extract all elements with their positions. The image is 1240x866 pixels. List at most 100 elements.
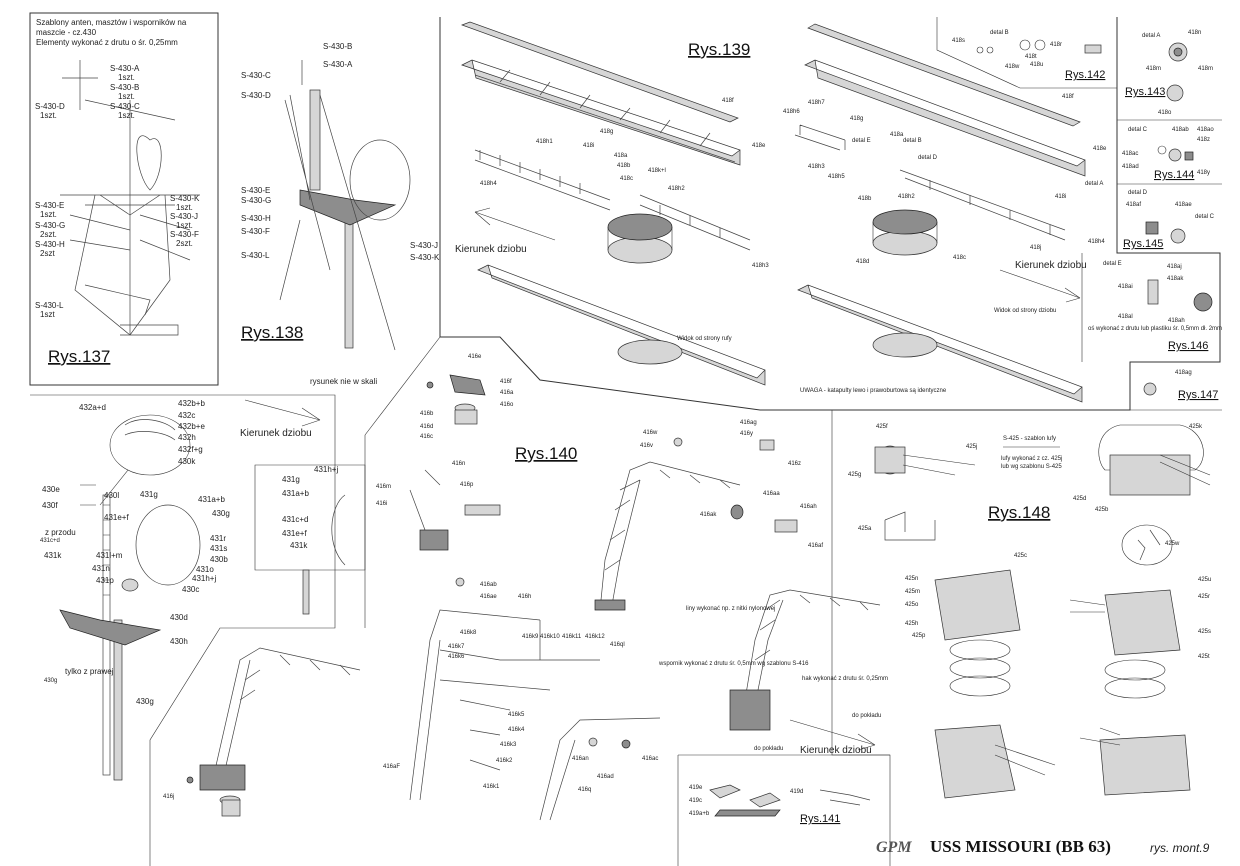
rys138-label: S-430-H — [241, 214, 271, 223]
rys139b-group: 418f 418h7 418g 418h6 detal E 418a 418h3… — [783, 23, 1107, 403]
mast-label: 430c — [182, 585, 199, 594]
rys138-mast-upper — [309, 89, 321, 191]
rys139-walkway — [474, 149, 611, 211]
mast-dish — [135, 504, 201, 586]
rys140-note-bracket: wspornik wykonać z drutu śr. 0,5mm wg sz… — [658, 661, 809, 667]
mast-label: 431l+m — [96, 551, 123, 560]
rys148-template-note: lub wg szablonu S-425 — [1001, 464, 1062, 470]
rys140-note-deck: do pokładu — [754, 746, 783, 752]
rys137-label: S-430-C — [110, 102, 140, 111]
rys148-label: 425c — [1014, 553, 1027, 559]
rys140-title: Rys.140 — [515, 444, 577, 463]
rys139b-label: 418h4 — [1088, 239, 1105, 245]
rys139-label: 418h1 — [536, 139, 553, 145]
rys137-label: S-430-H — [35, 240, 65, 249]
rys139b-label: 418h3 — [808, 164, 825, 170]
rys139b-label: 418h2 — [898, 194, 915, 200]
rys138-label: S-430-G — [241, 196, 271, 205]
rys139b-label: detal D — [918, 155, 938, 161]
mast-label: 431o — [196, 565, 214, 574]
mast-label: 432b+b — [178, 399, 205, 408]
mast-label: 431h+j — [192, 574, 216, 583]
rys148-label: 425b — [1095, 507, 1109, 513]
rys140-label: 416k11 — [562, 634, 582, 640]
rys140-label: 416m — [376, 484, 391, 490]
rys142-label: 418r — [1050, 42, 1062, 48]
rys137-qty: 1szt. — [118, 111, 135, 120]
rys139-label: 418f — [722, 98, 734, 104]
rys140-label: 416ad — [597, 774, 614, 780]
rys146-label: 418ai — [1118, 284, 1133, 290]
rys142-label: 418u — [1030, 62, 1043, 68]
rys148-label: 425u — [1198, 577, 1211, 583]
mast-label: z przodu — [45, 528, 76, 537]
mast-label: 430g — [44, 678, 57, 684]
rys431-frame — [254, 464, 366, 571]
rys148-turret-open — [1109, 454, 1191, 496]
rys140-label: 416ah — [800, 504, 817, 510]
rys148-label: 425o — [905, 602, 919, 608]
rys140-label: 416y — [740, 431, 753, 437]
rys140-label: 416ak — [700, 512, 717, 518]
mast-label: 431p — [96, 576, 114, 585]
rys140-label: 416i — [376, 501, 387, 507]
rys140-crane-1 — [599, 461, 741, 611]
rys148-label: 425j — [966, 444, 977, 450]
rys146-label: 418ah — [1168, 318, 1185, 324]
rys148-label: 425w — [1165, 541, 1180, 547]
rys137-label: S-430-B — [110, 83, 139, 92]
rys139b-label: 418h7 — [808, 100, 825, 106]
rys139-label: 418h4 — [480, 181, 497, 187]
rys137-label: S-430-E — [35, 201, 64, 210]
rys140-label: 416o — [500, 402, 514, 408]
rys-mast-group: 432a+d 432b+b 432c 432b+e 432h 432f+g 43… — [40, 399, 230, 781]
rys140-label: 416k5 — [508, 712, 525, 718]
rys140-label: 416k8 — [460, 630, 477, 636]
rys139-title: Rys.139 — [688, 40, 750, 59]
rys140-label: 416z — [788, 461, 801, 467]
mast-label: 431c+d — [40, 538, 60, 544]
rys137-note-1: Szablony anten, masztów i wsporników na — [36, 18, 187, 27]
rys148-turret-b — [1104, 589, 1181, 656]
mast-label: tylko z prawej — [65, 667, 114, 676]
rys138-title: Rys.138 — [241, 323, 303, 342]
rys140-label: 416j — [163, 794, 174, 800]
mast-label: 431s — [210, 544, 227, 553]
rys138-group: S-430-B S-430-A S-430-C S-430-D S-430-E … — [241, 42, 440, 386]
rys143-label: 418m — [1146, 66, 1161, 72]
rys140-label: 416ae — [480, 594, 497, 600]
rys148-template-note: S-425 - szablon lufy — [1003, 436, 1056, 442]
rys140-label: 416a — [500, 390, 514, 396]
rys146-detail: detal E — [1103, 261, 1122, 267]
rys143-label: 418o — [1158, 110, 1172, 116]
rys139-rail — [460, 21, 739, 123]
rys141-title: Rys.141 — [800, 813, 840, 825]
rys146-note: oś wykonać z drutu lub plastiku śr. 0,5m… — [1088, 326, 1222, 332]
rys140-label: 416k4 — [508, 727, 525, 733]
rys144-label: 418ab — [1172, 127, 1189, 133]
brand-logo: GPM — [876, 839, 912, 856]
mast-label: 430g — [136, 697, 154, 706]
mast-label: 430g — [212, 509, 230, 518]
rys145-detail: detal D — [1128, 190, 1148, 196]
rys148-label: 425t — [1198, 654, 1210, 660]
rys140-label: 416w — [643, 430, 658, 436]
rys139b-direction: Kierunek dziobu — [1015, 260, 1087, 271]
rys140-label: 416ab — [480, 582, 497, 588]
rys148-label: 425a — [858, 526, 872, 532]
rys148-label: 425p — [912, 633, 926, 639]
mast-label: 430k — [178, 457, 196, 466]
rys137-dish — [136, 135, 162, 191]
rys137-qty: 1szt. — [40, 210, 57, 219]
rys147-title: Rys.147 — [1178, 389, 1218, 401]
rys141-label: 419c — [689, 798, 702, 804]
rys143-label: 418m — [1198, 66, 1213, 72]
rys137-label: S-430-D — [35, 102, 65, 111]
mast-label: 431r — [210, 534, 226, 543]
rys140-group: Rys.140 416e 416f 416a 416b 416d 416c 41… — [163, 354, 888, 821]
rys139b-label: detal B — [903, 138, 922, 144]
rys139-label: 418c — [620, 176, 633, 182]
rys145-label: 418ae — [1175, 202, 1192, 208]
